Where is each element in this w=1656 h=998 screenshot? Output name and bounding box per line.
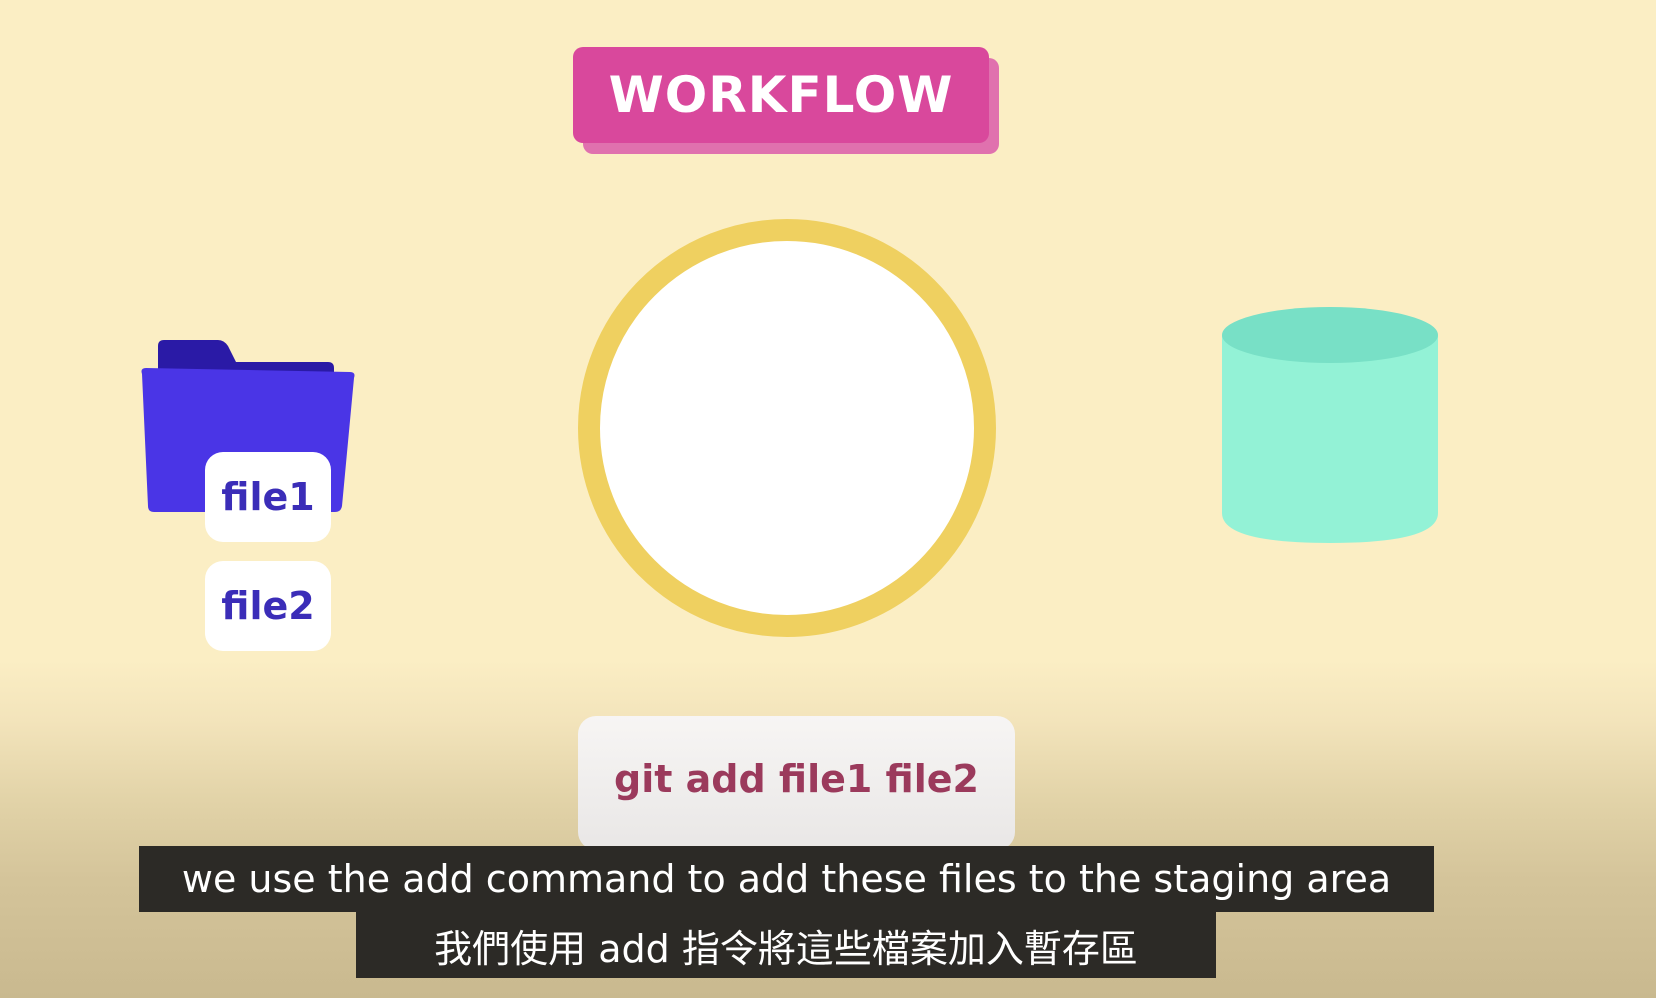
staging-area-circle [578, 219, 996, 637]
database-cylinder-icon [1222, 307, 1438, 543]
command-box: git add file1 file2 [578, 716, 1015, 850]
file-card-file1: file1 [205, 452, 331, 542]
subtitle-english: we use the add command to add these file… [139, 846, 1434, 912]
subtitle-chinese: 我們使用 add 指令將這些檔案加入暫存區 [356, 912, 1216, 978]
file-card-file2: file2 [205, 561, 331, 651]
title-badge: WORKFLOW [573, 47, 989, 143]
